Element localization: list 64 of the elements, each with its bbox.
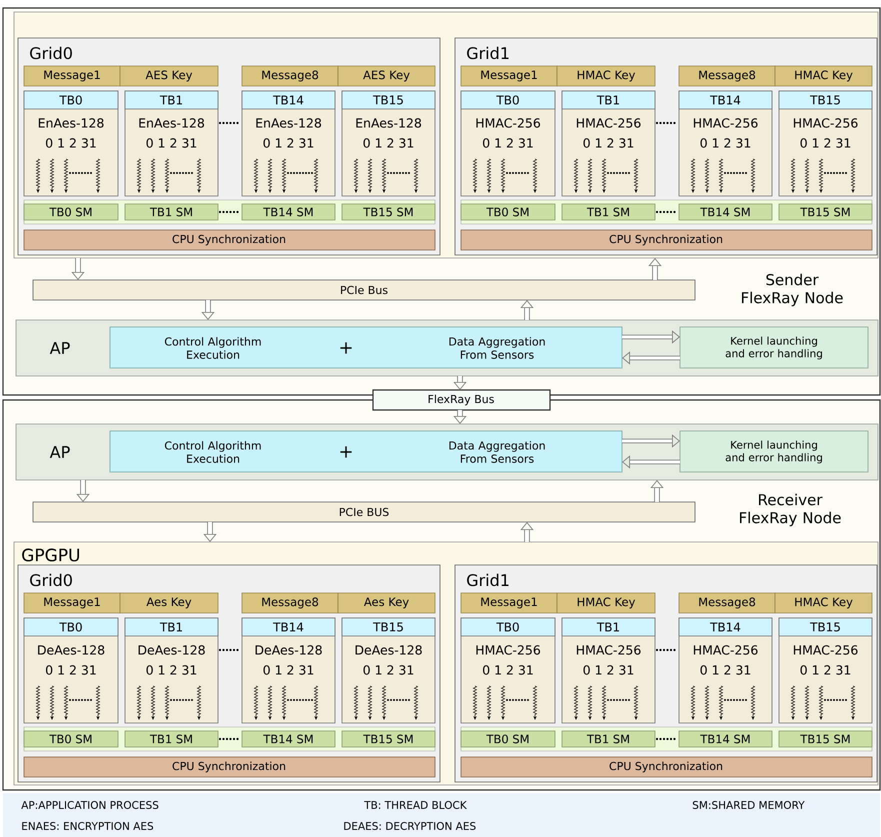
glossary-entry: TB: THREAD BLOCK <box>364 801 467 809</box>
glossary-entry: DEAES: DECRYPTION AES <box>344 822 476 830</box>
shared-memory-box: TB15 SM <box>778 730 872 748</box>
key-cell: Message1 <box>460 66 558 86</box>
glossary-entry: SM:SHARED MEMORY <box>692 801 805 809</box>
bus-box: FlexRay Bus <box>372 389 551 411</box>
pcie-bus-bar: PCIe Bus <box>32 280 696 300</box>
shared-memory-box: TB1 SM <box>124 730 218 748</box>
thread-block: TB1 EnAes-128 0 1 2 31 <box>124 90 218 196</box>
shared-memory-box: TB0 SM <box>24 204 118 220</box>
glossary-entry: AP:APPLICATION PROCESS <box>21 801 158 809</box>
thread-block: TB15 EnAes-128 0 1 2 31 <box>342 90 436 196</box>
cpu-sync-bar: CPU Synchronization <box>24 230 436 250</box>
shared-memory-box: TB14 SM <box>678 730 772 748</box>
process-box: Kernel launching and error handling <box>680 430 868 472</box>
process-box: Control Algorithm Execution + Data Aggregation From Sensors <box>110 326 622 368</box>
key-cell: Message1 <box>24 66 120 86</box>
thread-block: TB1 DeAes-128 0 1 2 31 <box>124 618 218 724</box>
key-cell: Aes Key <box>120 592 218 614</box>
cpu-sync-bar: CPU Synchronization <box>24 756 436 778</box>
thread-block: TB14 HMAC-256 0 1 2 31 <box>678 90 772 196</box>
process-box: Control Algorithm Execution + Data Aggregation From Sensors <box>110 430 622 472</box>
key-cell: AES Key <box>120 66 218 86</box>
key-cell: AES Key <box>338 66 436 86</box>
key-cell: Message8 <box>242 66 338 86</box>
pcie-bus-bar: PCIe BUS <box>32 502 696 522</box>
shared-memory-box: TB1 SM <box>562 204 656 220</box>
shared-memory-box: TB1 SM <box>562 730 656 748</box>
key-cell: Message1 <box>460 592 558 614</box>
key-cell: Message1 <box>24 592 120 614</box>
thread-block: TB0 DeAes-128 0 1 2 31 <box>24 618 118 724</box>
shared-memory-box: TB14 SM <box>242 204 336 220</box>
shared-memory-box: TB1 SM <box>124 204 218 220</box>
thread-block: TB14 EnAes-128 0 1 2 31 <box>242 90 336 196</box>
shared-memory-box: TB15 SM <box>342 204 436 220</box>
shared-memory-box: TB0 SM <box>460 204 556 220</box>
shared-memory-box: TB0 SM <box>460 730 556 748</box>
key-cell: Aes Key <box>338 592 436 614</box>
process-box: Kernel launching and error handling <box>680 326 868 368</box>
key-cell: Message8 <box>242 592 338 614</box>
key-cell: Message8 <box>678 592 776 614</box>
key-cell: Message8 <box>678 66 776 86</box>
thread-block: TB15 HMAC-256 0 1 2 31 <box>778 618 872 724</box>
thread-block: TB0 EnAes-128 0 1 2 31 <box>24 90 118 196</box>
key-cell: HMAC Key <box>774 66 872 86</box>
thread-block: TB0 HMAC-256 0 1 2 31 <box>460 618 556 724</box>
shared-memory-box: TB15 SM <box>778 204 872 220</box>
thread-block: TB15 DeAes-128 0 1 2 31 <box>342 618 436 724</box>
shared-memory-box: TB14 SM <box>678 204 772 220</box>
thread-block: TB1 HMAC-256 0 1 2 31 <box>562 90 656 196</box>
thread-block: TB15 HMAC-256 0 1 2 31 <box>778 90 872 196</box>
key-cell: HMAC Key <box>556 66 656 86</box>
thread-block: TB1 HMAC-256 0 1 2 31 <box>562 618 656 724</box>
thread-block: TB14 DeAes-128 0 1 2 31 <box>242 618 336 724</box>
cpu-sync-bar: CPU Synchronization <box>460 230 872 250</box>
key-cell: HMAC Key <box>556 592 656 614</box>
shared-memory-box: TB0 SM <box>24 730 118 748</box>
key-cell: HMAC Key <box>774 592 872 614</box>
thread-block: TB14 HMAC-256 0 1 2 31 <box>678 618 772 724</box>
cpu-sync-bar: CPU Synchronization <box>460 756 872 778</box>
shared-memory-box: TB15 SM <box>342 730 436 748</box>
shared-memory-box: TB14 SM <box>242 730 336 748</box>
thread-block: TB0 HMAC-256 0 1 2 31 <box>460 90 556 196</box>
glossary-entry: ENAES: ENCRYPTION AES <box>22 822 154 830</box>
